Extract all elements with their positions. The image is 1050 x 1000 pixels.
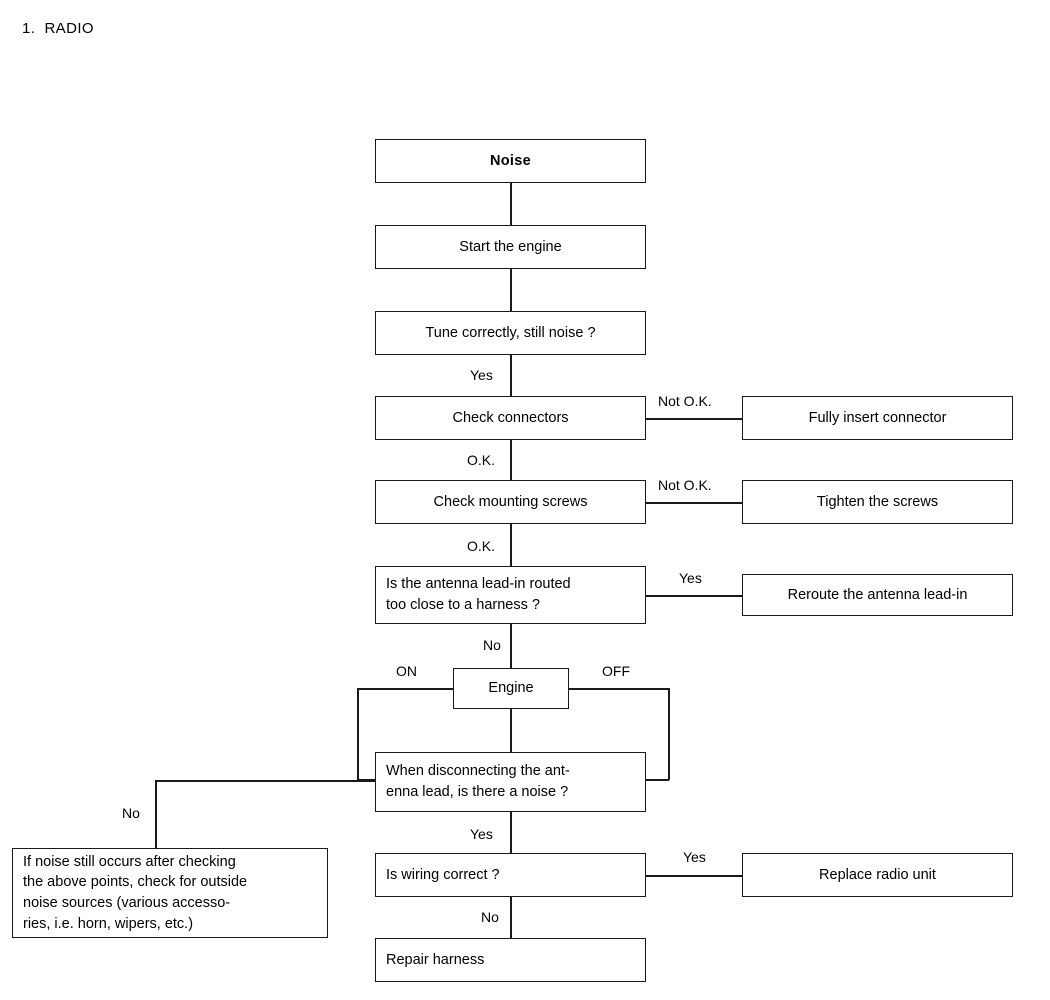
node-start_engine: Start the engine [375,225,646,269]
node-disconnect: When disconnecting the ant- enna lead, i… [375,752,646,812]
node-check_conn: Check connectors [375,396,646,440]
node-label-tighten: Tighten the screws [816,493,939,510]
node-outside: If noise still occurs after checking the… [12,848,328,938]
connector-e-start-tune-seg0 [510,269,512,311]
node-fully_insert: Fully insert connector [742,396,1013,440]
edge-label-notok_screws: Not O.K. [658,477,712,493]
page-title: 1. RADIO [22,20,94,37]
node-label-disconnect: When disconnecting the ant- enna lead, i… [386,763,570,800]
connector-e-disc-outside-seg1 [155,780,157,849]
node-label-reroute: Reroute the antenna lead-in [787,586,968,603]
node-label-tune: Tune correctly, still noise ? [425,324,596,341]
connector-e-engine-off-seg0 [569,688,669,690]
connector-e-conn-screws-seg0 [510,440,512,480]
connector-e-wiring-repair-seg0 [510,897,512,939]
edge-label-no_leadin: No [483,637,501,653]
node-repair: Repair harness [375,938,646,982]
edge-label-ok_conn: O.K. [467,452,496,468]
node-wiring: Is wiring correct ? [375,853,646,897]
connector-e-conn-insert-seg0 [646,418,742,420]
connector-e-tune-conn-seg0 [510,355,512,396]
connector-e-disc-outside-seg0 [155,780,376,782]
edge-label-notok_conn: Not O.K. [658,393,712,409]
edge-label-engine_off: OFF [602,663,630,679]
connector-e-leadin-reroute-seg0 [646,595,742,597]
edge-label-yes_tune: Yes [470,367,493,383]
connector-e-engine-down-seg0 [510,709,512,753]
connector-e-disc-wiring-seg0 [510,812,512,854]
connector-e-engine-off-seg2 [646,779,669,781]
node-replace: Replace radio unit [742,853,1013,897]
node-label-wiring: Is wiring correct ? [386,866,500,883]
node-label-lead_in: Is the antenna lead-in routed too close … [386,576,571,613]
edge-label-no_disconnect: No [122,805,140,821]
connector-e-engine-on-seg0 [357,688,453,690]
edge-label-yes_disconnect: Yes [470,826,493,842]
connector-e-screws-tighten-seg0 [646,502,742,504]
node-label-start_engine: Start the engine [459,238,562,255]
edge-label-yes_wiring: Yes [683,849,706,865]
edge-label-engine_on: ON [396,663,417,679]
connector-e-screws-leadin-seg0 [510,524,512,566]
node-label-noise: Noise [490,152,531,169]
edge-label-no_wiring: No [481,909,499,925]
edge-label-yes_leadin: Yes [679,570,702,586]
node-label-engine: Engine [488,680,534,697]
node-label-check_screws: Check mounting screws [433,493,588,510]
connector-e-noise-start-seg0 [510,183,512,225]
connector-e-wiring-replace-seg0 [646,875,742,877]
connector-e-leadin-engine-seg0 [510,624,512,668]
connector-e-engine-on-seg2 [357,779,376,781]
node-label-repair: Repair harness [386,951,485,968]
connector-e-engine-off-seg1 [668,688,670,780]
node-tighten: Tighten the screws [742,480,1013,524]
node-noise: Noise [375,139,646,183]
connector-e-engine-on-seg1 [357,688,359,780]
node-label-outside: If noise still occurs after checking the… [23,853,248,932]
node-label-replace: Replace radio unit [819,866,936,883]
node-lead_in: Is the antenna lead-in routed too close … [375,566,646,624]
node-check_screws: Check mounting screws [375,480,646,524]
node-label-check_conn: Check connectors [452,409,569,426]
node-reroute: Reroute the antenna lead-in [742,574,1013,616]
node-label-fully_insert: Fully insert connector [808,409,947,426]
node-engine: Engine [453,668,569,709]
edge-label-ok_screws: O.K. [467,538,496,554]
node-tune: Tune correctly, still noise ? [375,311,646,355]
